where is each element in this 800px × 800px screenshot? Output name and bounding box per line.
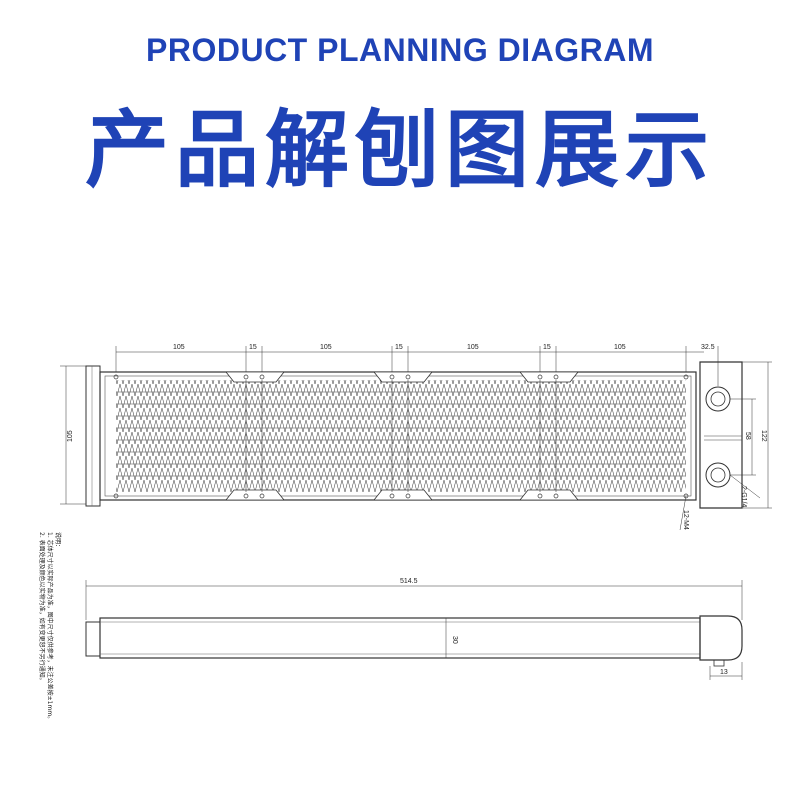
- dim-seg-a: 105: [173, 344, 185, 351]
- dim-height: 105: [67, 430, 74, 442]
- fin-area: [116, 380, 686, 492]
- end-depth-dimension: [709, 662, 743, 680]
- mounting-holes: [113, 374, 689, 499]
- side-end-right: [699, 615, 743, 661]
- notes-line-1: 1. 芯体尺寸以实际产品为准，图中尺寸仅供参考，未注公差按±1mm。: [46, 532, 54, 722]
- top-view: 105 15 105 15 105 15 105 32.5 105 58 122…: [60, 344, 772, 531]
- thickness-dimension: [440, 617, 452, 659]
- dim-gap-b: 15: [395, 344, 403, 351]
- side-body: [99, 617, 701, 659]
- notes-line-2: 2. 表面处理及颜色以实物为准，如有变更恕不另行通知。: [38, 532, 46, 684]
- dim-length: 514.5: [400, 578, 418, 585]
- right-end-tank: [699, 361, 743, 509]
- dim-seg-d: 105: [614, 344, 626, 351]
- length-dimension: [85, 580, 743, 620]
- port-bottom-icon: [705, 462, 731, 488]
- dim-thickness: 30: [451, 636, 458, 644]
- dim-end-depth: 13: [720, 669, 728, 676]
- divider-lines: [245, 380, 557, 492]
- dim-seg-c: 105: [467, 344, 479, 351]
- tube-lines: [116, 391, 686, 477]
- dim-seg-b: 105: [320, 344, 332, 351]
- port-top-icon: [705, 386, 731, 412]
- side-view: 514.5 30 13: [85, 578, 743, 680]
- left-end-plate: [85, 365, 101, 507]
- dim-thread: 2-G1/4: [740, 486, 747, 508]
- dim-end-height: 122: [760, 430, 767, 442]
- dim-port-pitch: 58: [744, 432, 751, 440]
- title-english: PRODUCT PLANNING DIAGRAM: [146, 32, 654, 68]
- right-dimensions: [679, 361, 772, 531]
- fan-mount-notches: [225, 371, 579, 501]
- dim-mount: 12-M4: [682, 510, 689, 530]
- notes-block: 说明： 1. 芯体尺寸以实际产品为准，图中尺寸仅供参考，未注公差按±1mm。 2…: [38, 532, 62, 722]
- left-height-dimension: [60, 365, 86, 505]
- dim-gap-c: 15: [543, 344, 551, 351]
- top-dimension-line: [115, 346, 719, 386]
- side-end-left: [85, 621, 101, 657]
- title-chinese: 产品解刨图展示: [84, 101, 715, 199]
- dim-end-width: 32.5: [701, 344, 715, 351]
- dim-gap-a: 15: [249, 344, 257, 351]
- notes-heading: 说明：: [54, 532, 62, 550]
